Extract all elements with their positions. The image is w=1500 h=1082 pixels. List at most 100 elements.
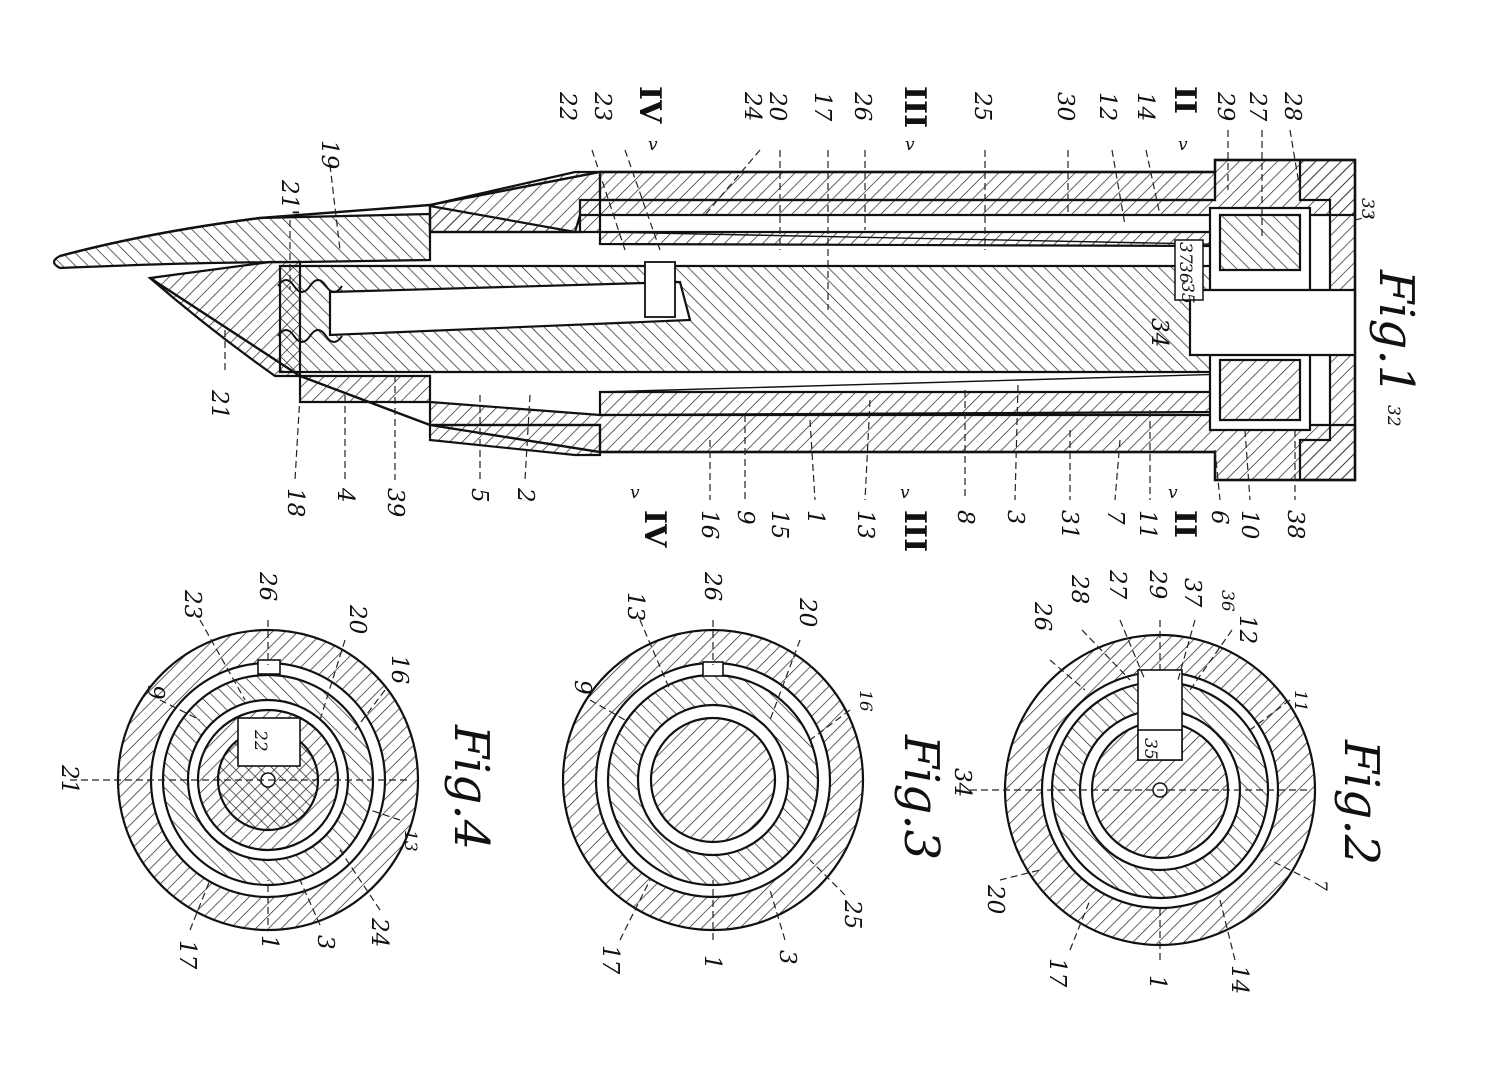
label-24: 24 — [739, 91, 765, 121]
fig2-label-20: 20 — [982, 884, 1008, 914]
label-17: 17 — [809, 92, 835, 122]
label-IV-bottom: IV — [637, 510, 672, 548]
fig2-label-1: 1 — [1144, 975, 1170, 990]
fig4-label-21: 21 — [56, 764, 82, 794]
label-III-bottom: III — [897, 510, 932, 552]
label-II-top: II — [1167, 86, 1202, 114]
label-3: 3 — [1002, 510, 1028, 525]
label-10: 10 — [1236, 510, 1262, 539]
fig4-label-13: 13 — [400, 830, 420, 852]
label-36: 36 — [1175, 262, 1195, 284]
label-26: 26 — [849, 91, 875, 121]
barrel-shoulder-top — [430, 172, 600, 232]
rear-bore — [1190, 290, 1355, 355]
section-arrow-III-top: v — [905, 135, 915, 155]
fig2-label-34: 34 — [949, 768, 975, 797]
label-4: 4 — [332, 487, 358, 503]
fig2-label-11: 11 — [1290, 690, 1310, 712]
sleeve-lower — [600, 392, 1215, 415]
label-7: 7 — [1102, 510, 1128, 525]
fig4-label-24: 24 — [366, 917, 392, 947]
label-16: 16 — [696, 510, 722, 539]
fig2-label-29: 29 — [1144, 569, 1170, 599]
label-27: 27 — [1244, 91, 1270, 122]
section-arrow-IV-bottom: v — [630, 483, 640, 503]
label-21prime: 21' — [276, 179, 302, 216]
label-2: 2 — [512, 487, 538, 503]
fig2-label-12: 12 — [1234, 615, 1260, 644]
fig3-label-25: 25 — [839, 899, 865, 929]
fig3-label-1: 1 — [699, 955, 725, 970]
label-31: 31 — [1056, 510, 1082, 539]
fig3-label-20: 20 — [794, 597, 820, 627]
label-37: 37 — [1175, 242, 1195, 264]
label-39: 39 — [382, 488, 408, 517]
label-38: 38 — [1282, 510, 1308, 539]
fig3-label-16: 16 — [855, 690, 875, 712]
label-1: 1 — [802, 510, 828, 525]
label-22: 22 — [554, 91, 580, 121]
nib-shape — [54, 214, 430, 268]
fig2-label-36: 36 — [1217, 590, 1237, 612]
label-28: 28 — [1279, 91, 1305, 121]
rear-plug-top — [1220, 215, 1300, 270]
fig4-label-26: 26 — [254, 571, 280, 601]
label-35: 35 — [1177, 282, 1197, 304]
fig3-label-3: 3 — [774, 950, 800, 965]
fig3-label-9: 9 — [569, 680, 595, 695]
label-5: 5 — [466, 488, 492, 503]
label-32: 32 — [1383, 405, 1403, 427]
label-13: 13 — [852, 510, 878, 539]
fig3-label-13: 13 — [622, 592, 648, 621]
label-23: 23 — [589, 91, 615, 121]
fig2-label-7: 7 — [1310, 880, 1330, 891]
label-IV-top: IV — [632, 86, 667, 124]
label-34: 34 — [1146, 318, 1172, 347]
fig4-label-20: 20 — [344, 604, 370, 634]
fig2-label-27: 27 — [1104, 569, 1130, 600]
label-15: 15 — [766, 510, 792, 539]
fig2-label-14: 14 — [1226, 965, 1252, 994]
figure-title-fig2: Fig.2 — [1333, 739, 1389, 865]
label-30: 30 — [1052, 92, 1078, 121]
figure-title-fig1: Fig.1 — [1368, 269, 1424, 395]
figure-title-fig4: Fig.4 — [443, 724, 499, 850]
fig3-label-17: 17 — [597, 945, 623, 975]
section-arrow-II-top: v — [1178, 135, 1188, 155]
fig2-label-17: 17 — [1044, 958, 1070, 988]
label-II-bottom: II — [1167, 510, 1202, 538]
label-19: 19 — [316, 140, 342, 169]
fig2-label-37: 37 — [1179, 578, 1205, 608]
label-20: 20 — [764, 91, 790, 121]
label-III-top: III — [897, 86, 932, 128]
label-11: 11 — [1134, 510, 1160, 539]
label-21: 21 — [206, 389, 232, 419]
figure-title-fig3: Fig.3 — [893, 734, 949, 860]
label-14: 14 — [1132, 92, 1158, 121]
fig4-label-16: 16 — [386, 655, 412, 684]
label-29: 29 — [1212, 91, 1238, 121]
barrel-wall-top — [600, 172, 1215, 200]
fig2-label-28: 28 — [1066, 574, 1092, 604]
label-33: 33 — [1357, 198, 1377, 220]
fig4-label-1: 1 — [256, 935, 282, 950]
label-8: 8 — [952, 510, 978, 525]
section-arrow-II-bottom: v — [1168, 483, 1178, 503]
fig4-label-22: 22 — [250, 729, 270, 752]
fig4-label-9: 9 — [142, 685, 168, 700]
label-6: 6 — [1206, 510, 1232, 525]
label-18: 18 — [282, 488, 308, 517]
fig2-label-35: 35 — [1140, 738, 1160, 760]
section-arrow-IV-top: v — [648, 135, 658, 155]
fig4-label-17: 17 — [174, 940, 200, 970]
label-25: 25 — [969, 91, 995, 121]
rear-plug-bottom — [1220, 360, 1300, 420]
label-9: 9 — [732, 510, 758, 525]
fig4-label-3: 3 — [312, 935, 338, 950]
fig2-label-26: 26 — [1029, 601, 1055, 631]
fig3-label-26: 26 — [699, 571, 725, 601]
section-arrow-III-bottom: v — [900, 483, 910, 503]
label-12: 12 — [1094, 92, 1120, 121]
